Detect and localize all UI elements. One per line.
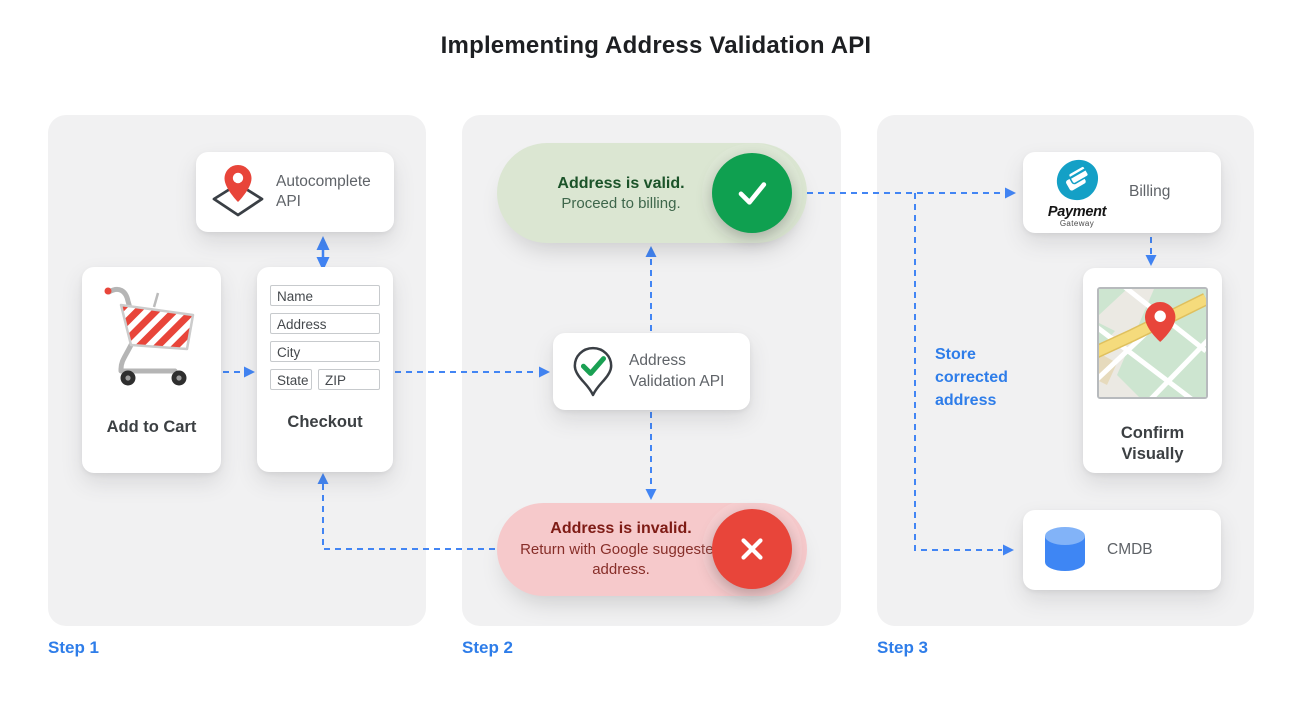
payment-logo-title: Payment (1047, 203, 1107, 220)
valid-title: Address is valid. (557, 174, 685, 192)
valid-body: Proceed to billing. (561, 194, 681, 212)
address-validation-api-label: Address Validation API (629, 352, 725, 390)
zip-field: ZIP (318, 369, 380, 390)
checkout-card: Name Address City State ZIP Checkout (257, 267, 393, 472)
store-corrected-address-note: Store corrected address (935, 346, 1008, 410)
page-title: Implementing Address Validation API (440, 32, 872, 59)
city-field: City (270, 341, 380, 362)
cmdb-label: CMDB (1107, 540, 1153, 558)
add-to-cart-label: Add to Cart (106, 418, 197, 436)
billing-label: Billing (1129, 183, 1171, 201)
database-icon (1045, 527, 1085, 571)
invalid-title: Address is invalid. (550, 520, 692, 537)
valid-check-circle (712, 153, 792, 233)
add-to-cart-card: Add to Cart (82, 267, 221, 473)
x-icon (741, 538, 763, 560)
autocomplete-api-label: Autocomplete API (276, 172, 371, 210)
step3-label: Step 3 (877, 638, 929, 657)
payment-gateway-logo: Payment Gateway (1035, 158, 1119, 228)
pin-check-icon (573, 346, 613, 396)
invalid-body: Return with Google suggested address. (520, 541, 722, 578)
check-icon (738, 182, 767, 205)
state-field: State (270, 369, 312, 390)
confirm-visually-card: Confirm Visually (1083, 268, 1222, 473)
step2-label: Step 2 (462, 638, 514, 657)
name-field: Name (270, 285, 380, 306)
address-field: Address (270, 313, 380, 334)
confirm-visually-label: Confirm Visually (1120, 424, 1185, 464)
invalid-x-circle (712, 509, 792, 589)
billing-card: Payment Gateway Billing (1023, 152, 1221, 233)
checkout-form: Name Address City State ZIP (270, 285, 380, 390)
shopping-cart-icon (104, 286, 194, 386)
map-pin-diamond-icon (212, 165, 264, 217)
map-thumbnail (1097, 287, 1208, 399)
payment-gateway-blob-icon (1056, 159, 1099, 200)
address-validation-api-card: Address Validation API (553, 333, 750, 410)
autocomplete-api-card: Autocomplete API (196, 152, 394, 232)
cmdb-card: CMDB (1023, 510, 1221, 590)
checkout-label: Checkout (287, 413, 363, 431)
step1-label: Step 1 (48, 638, 100, 657)
payment-logo-subtitle: Gateway (1059, 218, 1095, 228)
